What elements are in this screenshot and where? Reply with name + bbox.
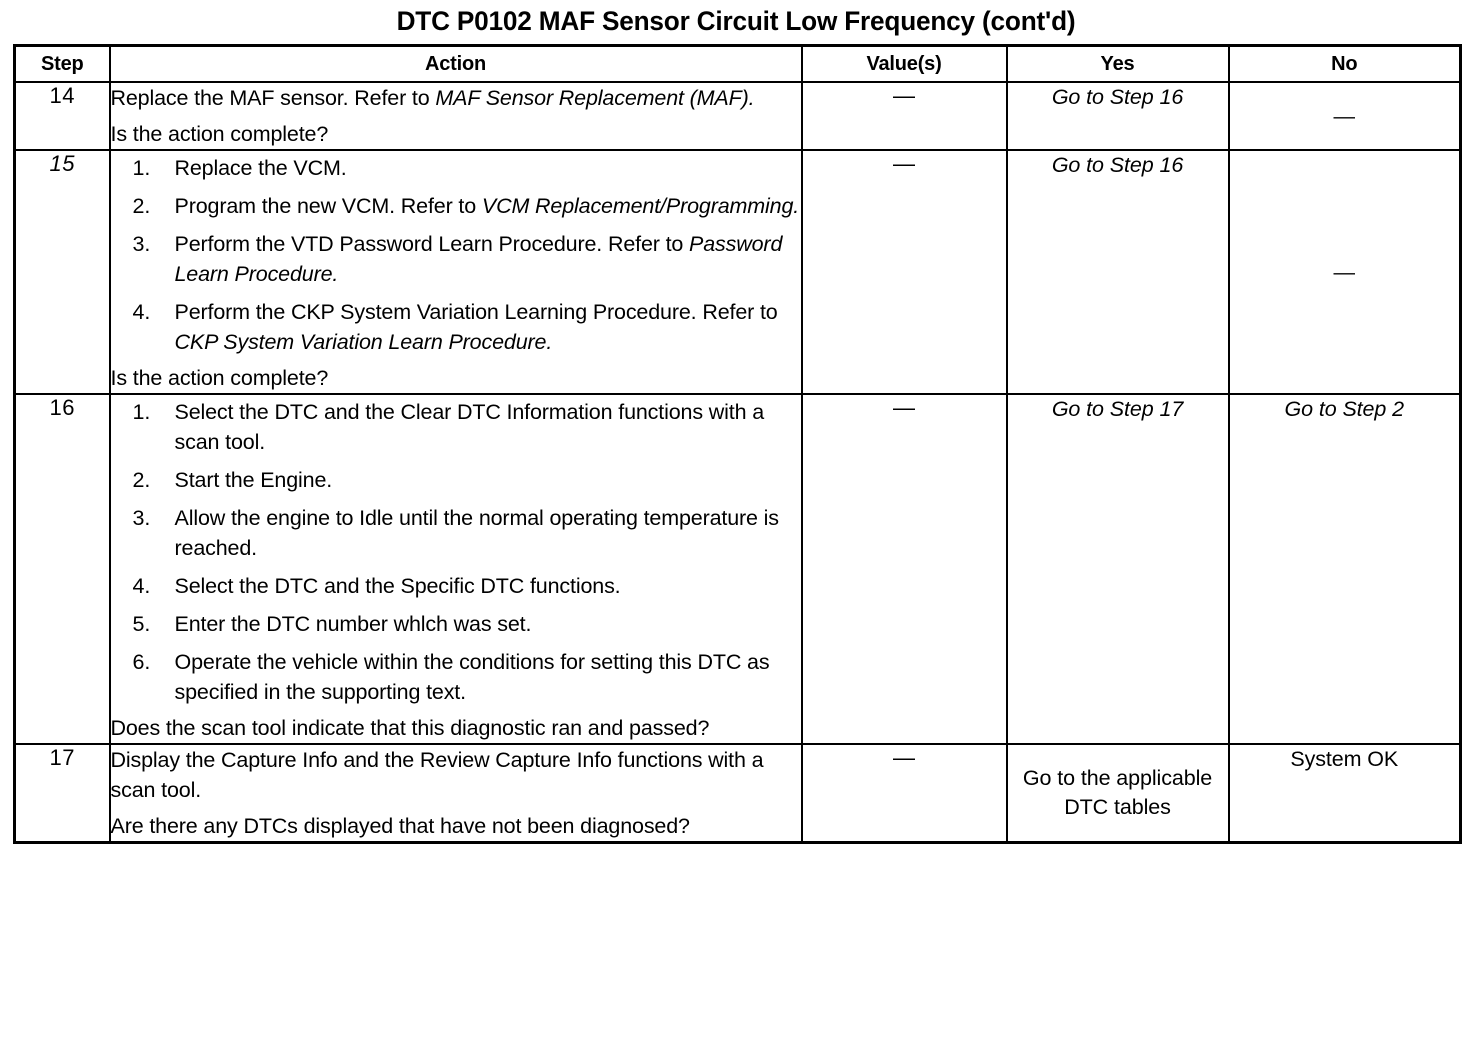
column-header-yes: Yes (1005, 44, 1230, 83)
no-result-cell: — (1227, 149, 1462, 395)
action-step-text: Perform the CKP System Variation Learnin… (174, 300, 778, 324)
action-step-list: Select the DTC and the Clear DTC Informa… (111, 397, 801, 707)
action-step-text: Start the Engine. (174, 468, 333, 492)
yes-result-cell: Go to Step 17 (1005, 393, 1230, 745)
value-cell: — (800, 743, 1008, 844)
column-header-action: Action (108, 44, 803, 83)
action-step-item: Operate the vehicle within the condition… (133, 647, 801, 707)
action-step-text: Enter the DTC number whlch was set. (174, 612, 532, 636)
column-header-no: No (1227, 44, 1462, 83)
action-question-text: Does the scan tool indicate that this di… (110, 716, 710, 740)
action-step-item: Replace the VCM. (133, 153, 801, 183)
action-question-text: Is the action complete? (110, 122, 329, 146)
action-step-item: Enter the DTC number whlch was set. (133, 609, 801, 639)
action-step-text: Select the DTC and the Clear DTC Informa… (174, 400, 765, 454)
action-cell: Replace the MAF sensor. Refer to MAF Sen… (108, 81, 803, 151)
action-step-item: Allow the engine to Idle until the norma… (133, 503, 801, 563)
step-number-cell: 16 (13, 393, 111, 745)
action-cell: Select the DTC and the Clear DTC Informa… (108, 393, 803, 745)
value-cell: — (800, 81, 1008, 151)
action-step-reference: Password Learn Procedure. (174, 232, 783, 286)
value-text: — (893, 745, 915, 770)
yes-result-cell: Go to Step 16 (1005, 149, 1230, 395)
page-title: DTC P0102 MAF Sensor Circuit Low Frequen… (396, 6, 1076, 36)
action-step-reference: CKP System Variation Learn Procedure. (174, 330, 553, 354)
action-step-text: Select the DTC and the Specific DTC func… (174, 574, 621, 598)
action-intro-text: Replace the MAF sensor. Refer to MAF Sen… (111, 83, 801, 113)
action-step-item: Select the DTC and the Clear DTC Informa… (133, 397, 801, 457)
no-result-cell: System OK (1227, 743, 1462, 844)
action-step-item: Perform the CKP System Variation Learnin… (133, 297, 801, 357)
table-header: Step Action Value(s) Yes No (13, 44, 1462, 83)
table-row: 16 Select the DTC and the Clear DTC Infor… (13, 393, 1462, 745)
yes-result-cell: Go to Step 16 (1005, 81, 1230, 151)
action-step-text: Replace the VCM. (174, 156, 347, 180)
step-number-cell: 15 (13, 149, 111, 395)
value-text: — (893, 83, 915, 108)
no-result-cell: Go to Step 2 (1227, 393, 1462, 745)
action-step-item: Program the new VCM. Refer to VCM Replac… (133, 191, 801, 221)
value-cell: — (800, 393, 1008, 745)
action-step-text: Program the new VCM. Refer to (174, 194, 482, 218)
action-step-reference: VCM Replacement/Programming. (481, 194, 800, 218)
action-intro-reference: MAF Sensor Replacement (MAF). (435, 86, 755, 110)
value-cell: — (800, 149, 1008, 395)
action-cell: Display the Capture Info and the Review … (108, 743, 803, 844)
action-question-text: Is the action complete? (110, 366, 329, 390)
table-header-row: Step Action Value(s) Yes No (13, 44, 1462, 83)
action-question-text: Are there any DTCs displayed that have n… (110, 814, 691, 838)
no-result-cell: — (1227, 81, 1462, 151)
action-step-text: Operate the vehicle within the condition… (174, 650, 770, 704)
table-row: 15 Replace the VCM. Program the new VCM. R… (13, 149, 1462, 395)
action-step-item: Perform the VTD Password Learn Procedure… (133, 229, 801, 289)
step-number-cell: 17 (13, 743, 111, 844)
action-intro-plain: Replace the MAF sensor. Refer to (110, 86, 436, 110)
action-intro-plain: Display the Capture Info and the Review … (110, 748, 764, 802)
value-text: — (893, 395, 915, 420)
action-step-item: Start the Engine. (133, 465, 801, 495)
action-step-item: Select the DTC and the Specific DTC func… (133, 571, 801, 601)
column-header-value: Value(s) (800, 44, 1008, 83)
step-number-cell: 14 (13, 81, 111, 151)
action-cell: Replace the VCM. Program the new VCM. Ref… (108, 149, 803, 395)
action-step-text: Allow the engine to Idle until the norma… (174, 506, 780, 560)
column-header-step: Step (13, 44, 111, 83)
value-text: — (893, 151, 915, 176)
action-step-text: Perform the VTD Password Learn Procedure… (174, 232, 690, 256)
action-step-list: Replace the VCM. Program the new VCM. Ref… (111, 153, 801, 357)
yes-result-cell: Go to the applicable DTC tables (1005, 743, 1230, 844)
action-intro-text: Display the Capture Info and the Review … (111, 745, 801, 805)
